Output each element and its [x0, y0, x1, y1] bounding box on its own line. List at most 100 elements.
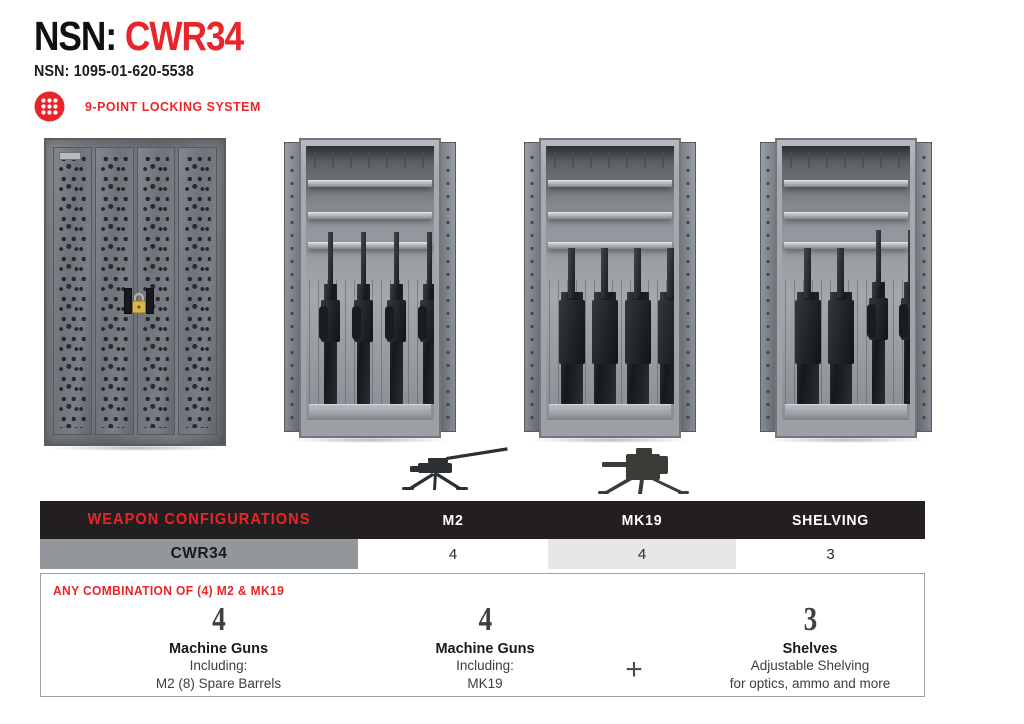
group-line-2: MK19 — [467, 676, 503, 691]
plus-icon: + — [625, 652, 643, 686]
m2-weapon-icon — [388, 446, 514, 499]
hanger-hooks — [554, 152, 666, 168]
header-mk19: MK19 — [621, 511, 663, 529]
header-m2: M2 — [442, 511, 464, 529]
open-door-right — [680, 142, 696, 432]
combination-columns: 4 Machine Guns Including: M2 (8) Spare B… — [41, 602, 926, 693]
hanger-hooks — [314, 152, 426, 168]
door-handle — [146, 288, 154, 314]
drop-shadow — [290, 437, 450, 443]
group-heading: Shelves — [782, 641, 838, 657]
weapon-icon-row — [0, 440, 1024, 498]
mk19-weapon-icon — [592, 442, 696, 503]
title-prefix: NSN: — [34, 13, 117, 59]
shelf — [784, 180, 908, 187]
nsn-number: NSN: 1095-01-620-5538 — [34, 63, 195, 80]
perforation-pattern — [59, 154, 86, 428]
weapon-mk19 — [795, 248, 821, 404]
header: NSN: CWR34 NSN: 1095-01-620-5538 9-POINT… — [34, 14, 277, 122]
weapon-m2 — [385, 232, 406, 404]
shelf — [548, 242, 672, 249]
perforation-pattern — [184, 154, 211, 428]
combination-title: ANY COMBINATION OF (4) M2 & MK19 — [53, 584, 285, 598]
weapon-m2 — [899, 230, 910, 404]
locking-system-row: 9-POINT LOCKING SYSTEM — [34, 91, 277, 122]
cell-model-name: CWR34 — [40, 539, 358, 569]
shelf — [308, 212, 432, 219]
door-panel — [178, 147, 217, 435]
closed-cabinet — [44, 138, 226, 451]
weapon-mk19 — [625, 248, 651, 404]
combination-group-mk19: 4 Machine Guns Including: MK19 — [396, 602, 574, 693]
hanger-hooks — [790, 152, 902, 168]
shelf — [784, 242, 908, 249]
table-header-row: WEAPON CONFIGURATIONS M2 MK19 SHELVING — [40, 501, 925, 539]
cabinet-interior — [306, 146, 434, 420]
count-value: 4 — [478, 601, 493, 638]
cabinet-interior — [782, 146, 910, 420]
open-door-left — [760, 142, 776, 432]
shelving-icon — [798, 445, 800, 463]
weapon-m2 — [418, 232, 434, 404]
cabinet-shell — [539, 138, 681, 438]
cabinet-shell — [775, 138, 917, 438]
cabinet-mk19 — [524, 138, 696, 443]
weapon-mk19 — [828, 248, 854, 404]
weapon-mk19 — [559, 248, 585, 404]
cabinet-m2 — [284, 138, 456, 443]
open-door-right — [916, 142, 932, 432]
padlock-icon — [130, 290, 148, 318]
shelf — [548, 180, 672, 187]
open-door-left — [524, 142, 540, 432]
cell-m2-count: 4 — [358, 539, 548, 569]
cell-shelving-count: 3 — [736, 539, 925, 569]
open-cabinet-body — [524, 138, 696, 438]
weapon-m2 — [867, 230, 888, 404]
count-value: 4 — [212, 601, 226, 638]
header-weapon-configurations: WEAPON CONFIGURATIONS — [87, 511, 311, 528]
drop-shadow — [766, 437, 926, 443]
weapon-mk19 — [658, 248, 674, 404]
shelf — [308, 180, 432, 187]
count-value: 3 — [803, 601, 818, 638]
cabinet-shell — [299, 138, 441, 438]
drop-shadow — [530, 437, 690, 443]
plus-separator: + — [574, 602, 694, 693]
weapon-mk19 — [592, 248, 618, 404]
cabinet-gallery — [0, 138, 1024, 451]
group-line-1: Adjustable Shelving — [750, 658, 870, 673]
cabinet-interior — [546, 146, 674, 420]
locking-system-label: 9-POINT LOCKING SYSTEM — [85, 99, 261, 114]
cabinet-mixed — [760, 138, 932, 443]
brand-plate — [59, 152, 81, 160]
open-cabinet-body — [760, 138, 932, 438]
open-door-right — [440, 142, 456, 432]
cell-mk19-count: 4 — [548, 539, 736, 569]
door-panel — [53, 147, 92, 435]
combination-group-m2: 4 Machine Guns Including: M2 (8) Spare B… — [41, 602, 396, 693]
header-shelving: SHELVING — [791, 511, 870, 529]
group-line-2: M2 (8) Spare Barrels — [155, 676, 282, 691]
table-row: CWR34 4 4 3 — [40, 539, 925, 569]
perforation-pattern — [100, 154, 128, 428]
weapon-m2 — [319, 232, 340, 404]
combination-group-shelves: 3 Shelves Adjustable Shelving for optics… — [694, 602, 926, 693]
open-door-left — [284, 142, 300, 432]
group-line-1: Including: — [456, 658, 514, 673]
closed-cabinet-body — [44, 138, 226, 446]
weapon-m2 — [352, 232, 373, 404]
group-heading: Machine Guns — [168, 641, 269, 657]
model-name: CWR34 — [124, 13, 244, 59]
door-handle — [124, 288, 132, 314]
group-line-2: for optics, ammo and more — [729, 676, 891, 691]
base-tray — [785, 404, 907, 420]
combination-panel: ANY COMBINATION OF (4) M2 & MK19 4 Machi… — [40, 573, 925, 697]
shelf — [308, 242, 432, 249]
shelf — [784, 212, 908, 219]
open-cabinet-body — [284, 138, 456, 438]
drop-shadow — [50, 445, 220, 451]
base-tray — [549, 404, 671, 420]
nine-point-lock-icon — [34, 91, 65, 122]
page-title: NSN: CWR34 — [34, 13, 244, 59]
